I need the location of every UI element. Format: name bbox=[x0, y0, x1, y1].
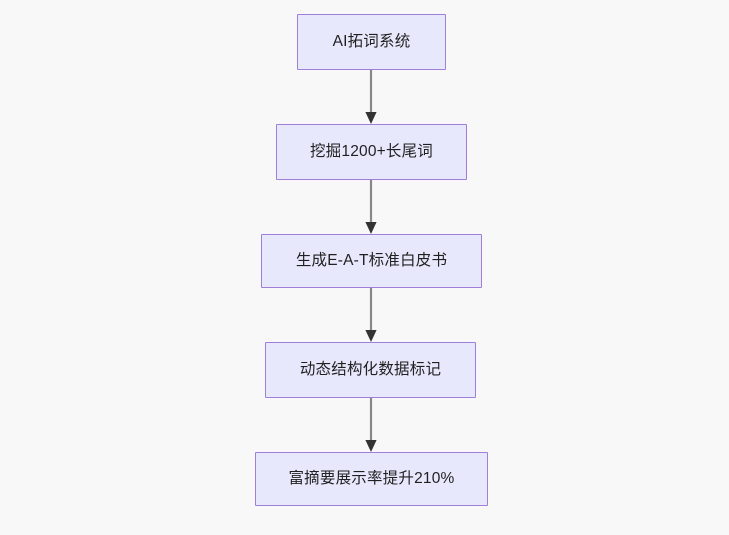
flow-node-label: 动态结构化数据标记 bbox=[299, 361, 442, 379]
edge-n1-to-n2 bbox=[363, 68, 379, 128]
flow-node-label: 富摘要展示率提升210% bbox=[288, 470, 455, 488]
flow-node-label: 挖掘1200+长尾词 bbox=[309, 143, 434, 161]
flow-node-ai-keyword-system[interactable]: AI拓词系统 bbox=[297, 14, 446, 70]
flow-node-dynamic-structured-data-markup[interactable]: 动态结构化数据标记 bbox=[265, 342, 476, 398]
flow-node-mine-longtail-keywords[interactable]: 挖掘1200+长尾词 bbox=[276, 124, 467, 180]
flow-node-rich-snippet-impression-uplift[interactable]: 富摘要展示率提升210% bbox=[255, 452, 488, 506]
edge-n4-to-n5 bbox=[363, 396, 379, 456]
flow-node-generate-eat-whitepaper[interactable]: 生成E-A-T标准白皮书 bbox=[261, 234, 482, 288]
flow-node-label: 生成E-A-T标准白皮书 bbox=[295, 252, 448, 270]
edge-n3-to-n4 bbox=[363, 286, 379, 346]
edge-n2-to-n3 bbox=[363, 178, 379, 238]
flow-node-label: AI拓词系统 bbox=[332, 33, 411, 51]
